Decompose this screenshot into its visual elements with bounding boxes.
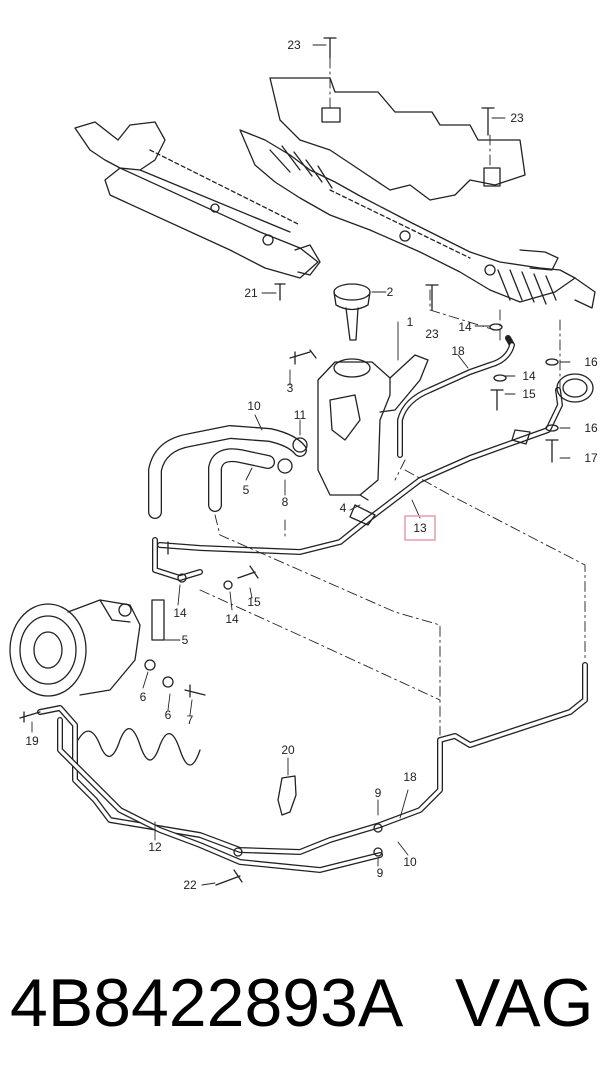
callout-6b: 6: [165, 708, 172, 722]
callout-5b: 5: [182, 633, 189, 647]
callout-9b: 9: [377, 866, 384, 880]
callout-9a: 9: [375, 786, 382, 800]
part-number-caption: 4B8422893A: [10, 965, 404, 1041]
bolt-23-lower: [425, 284, 439, 311]
callout-7: 7: [187, 713, 194, 727]
reservoir-cap: [333, 283, 371, 341]
callout-16a: 16: [584, 355, 598, 369]
callout-6a: 6: [140, 690, 147, 704]
callout-8: 8: [282, 495, 289, 509]
callout-21: 21: [244, 286, 258, 300]
bolt-23-top: [323, 37, 337, 59]
power-steering-parts-diagram: 23 23 23 21 2 1 3 18 14 14 15 16 16 17 1…: [9, 37, 598, 892]
callout-3: 3: [287, 381, 294, 395]
callout-14c: 14: [173, 606, 187, 620]
callout-22: 22: [183, 878, 197, 892]
bracket-20: [277, 775, 297, 816]
callout-14d: 14: [225, 612, 239, 626]
callout-18b: 18: [403, 770, 417, 784]
callout-18a: 18: [451, 344, 465, 358]
bolt-22: [215, 869, 243, 886]
washer-14-mid: [493, 374, 507, 382]
callout-12: 12: [148, 840, 162, 854]
callout-14a: 14: [458, 320, 472, 334]
fluid-reservoir: [317, 354, 429, 501]
callout-11: 11: [294, 408, 307, 422]
bolt-17: [545, 439, 559, 463]
washer-14-top: [489, 323, 503, 331]
callout-labels: 23 23 23 21 2 1 3 18 14 14 15 16 16 17 1…: [25, 38, 598, 892]
cooler-line-12: [37, 662, 588, 873]
guide-lines: [199, 57, 586, 736]
callout-23a: 23: [287, 38, 301, 52]
callout-15a: 15: [522, 387, 536, 401]
hose-5-lower: [151, 599, 165, 641]
callout-1: 1: [407, 315, 414, 329]
callout-23b: 23: [510, 111, 524, 125]
callout-5a: 5: [243, 483, 250, 497]
highlight-box-13: [404, 515, 436, 541]
callout-4: 4: [340, 501, 347, 515]
washer-14b: [223, 580, 233, 590]
washer-16a: [545, 358, 559, 366]
bolt-23-right: [481, 107, 495, 136]
callout-14b: 14: [522, 369, 536, 383]
callout-2: 2: [387, 285, 394, 299]
bolt-19: [19, 711, 41, 723]
steering-rack-right: [239, 129, 596, 309]
pressure-line-13: [157, 387, 563, 555]
bolt-21: [274, 283, 286, 301]
callout-16b: 16: [584, 421, 598, 435]
bolt-15a: [490, 389, 504, 411]
callout-15b: 15: [247, 595, 261, 609]
power-steering-pump: [9, 599, 206, 698]
callout-19: 19: [25, 734, 39, 748]
bolt-3: [289, 349, 317, 365]
callout-23c: 23: [425, 327, 439, 341]
mount-bracket-right: [483, 167, 501, 187]
callout-17: 17: [584, 451, 598, 465]
callout-10b: 10: [403, 855, 417, 869]
washer-16b: [545, 424, 559, 432]
body-panel: [269, 77, 526, 201]
callout-10a: 10: [247, 399, 261, 413]
brand-caption: VAG: [455, 965, 594, 1041]
washer-14a: [177, 573, 187, 583]
bolt-15b: [237, 565, 259, 579]
suction-hose: [148, 425, 308, 519]
steering-rack-left: [74, 121, 321, 279]
o-ring-large: [556, 373, 594, 403]
mount-bracket-top: [321, 107, 341, 123]
callout-20: 20: [281, 743, 295, 757]
callout-13: 13: [413, 521, 427, 535]
